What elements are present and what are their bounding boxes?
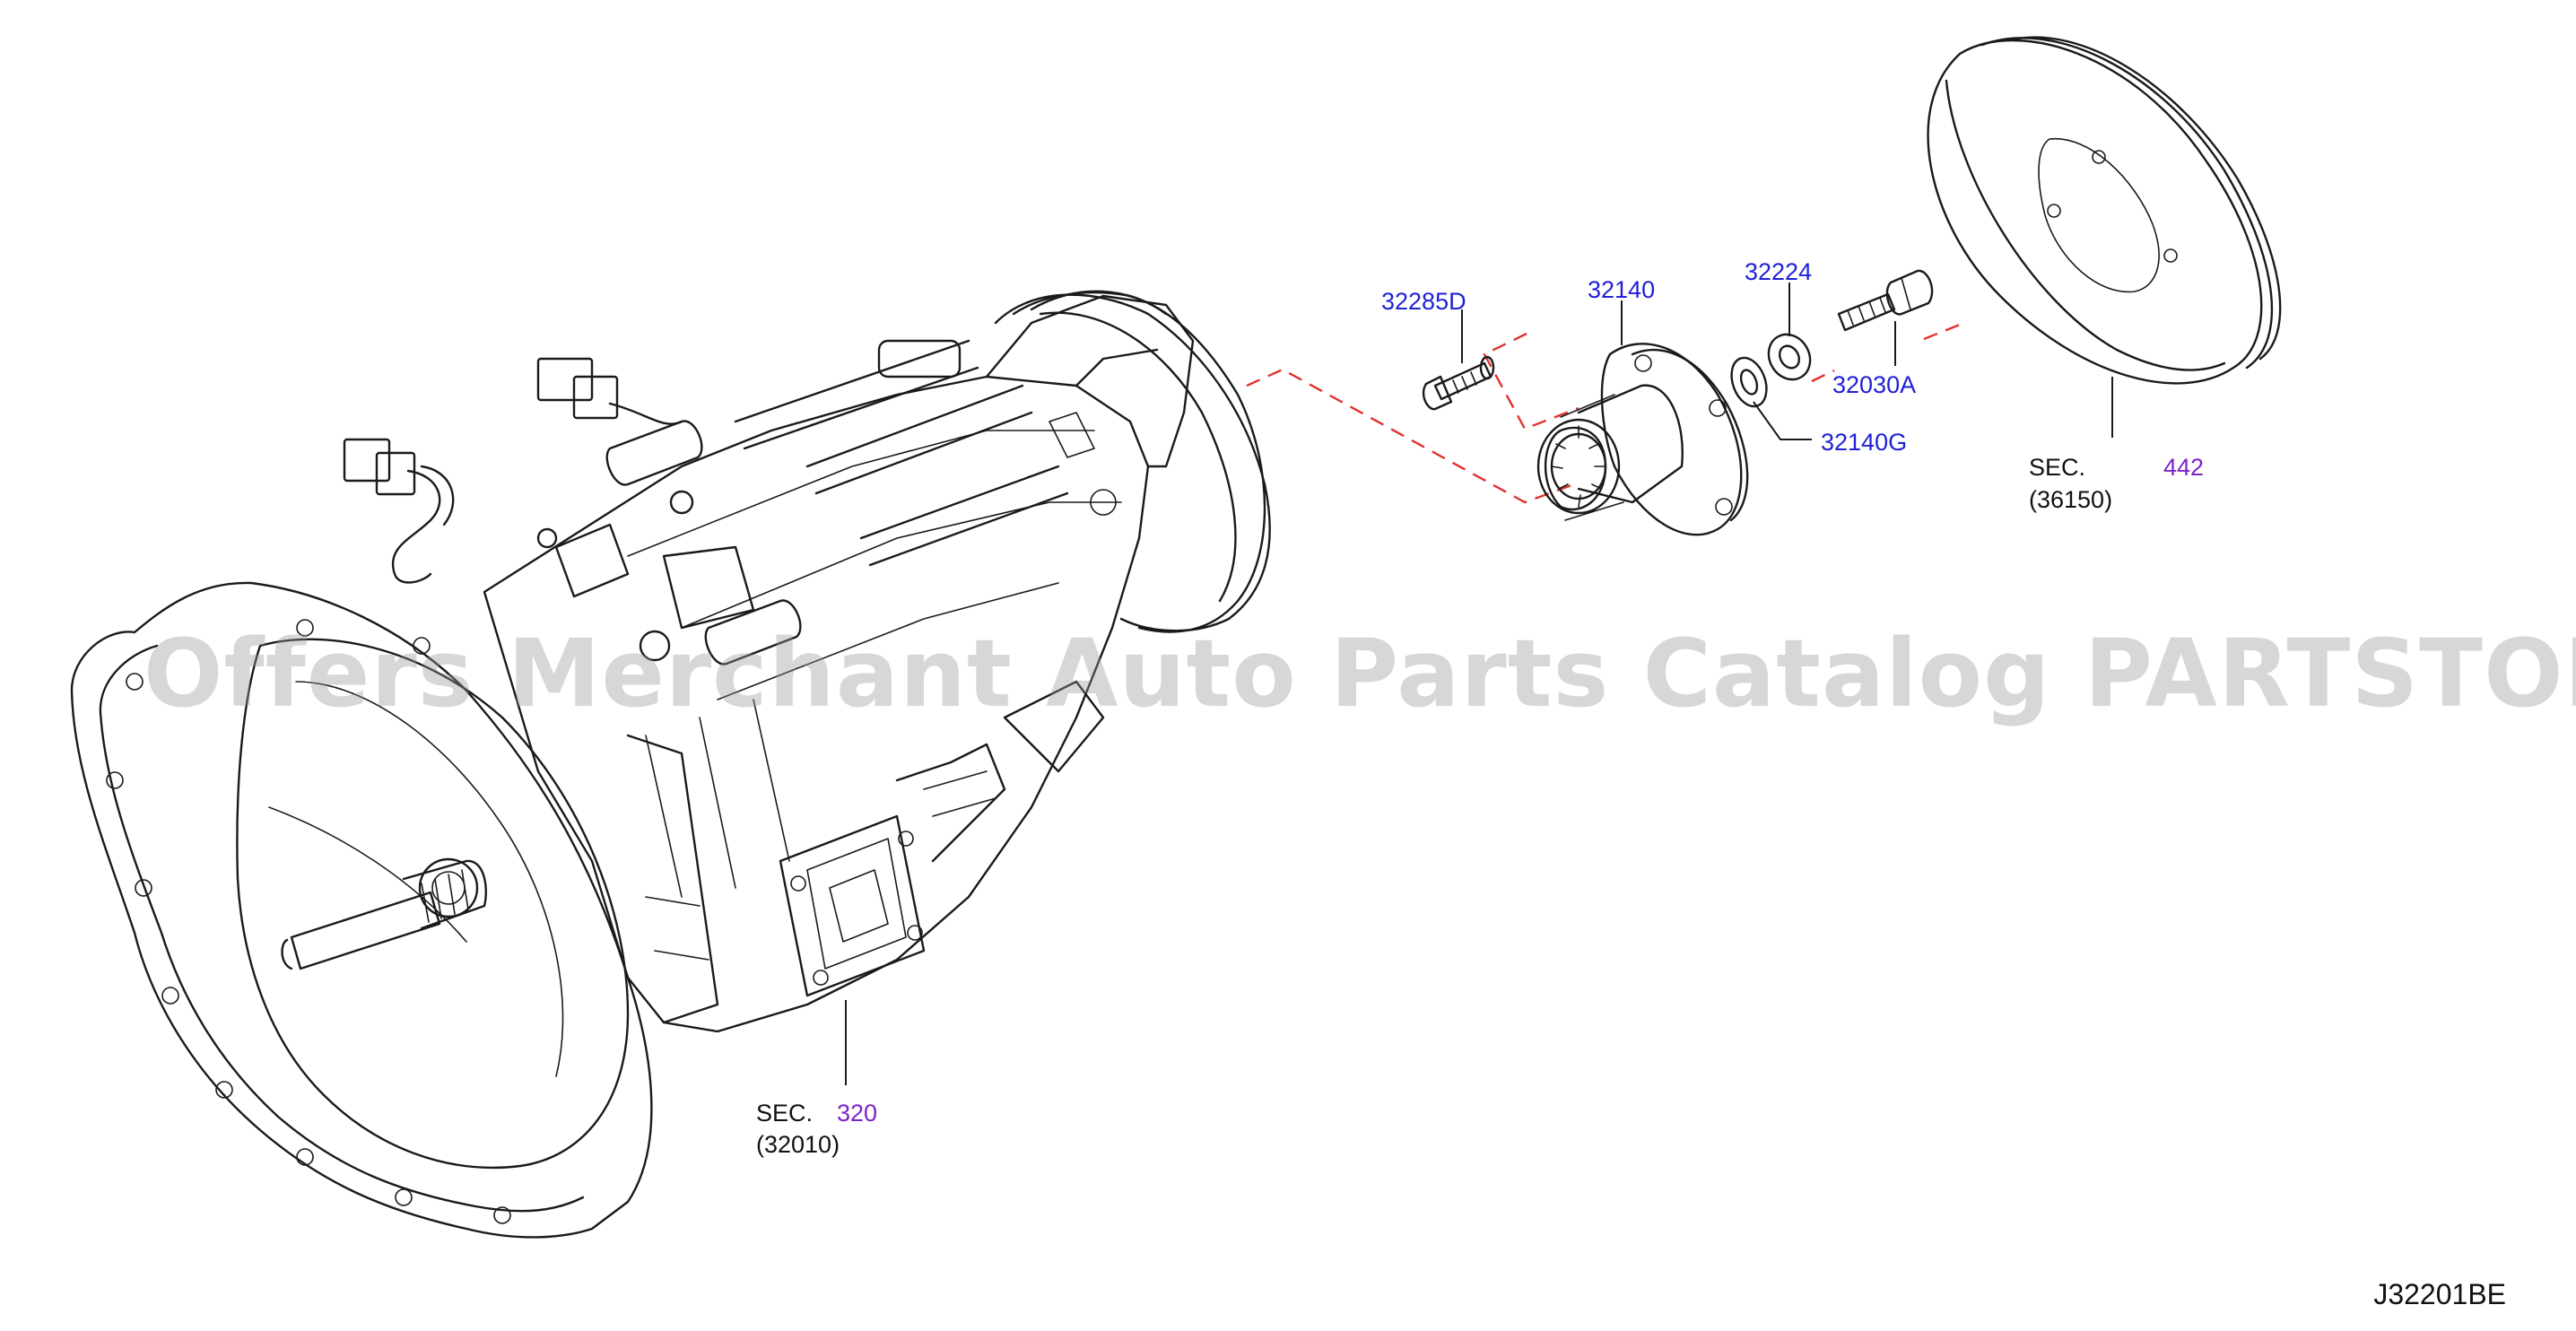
label-32140g[interactable]: 32140G: [1821, 429, 1907, 456]
sec-320-ref: (32010): [756, 1131, 840, 1158]
label-32285d[interactable]: 32285D: [1381, 288, 1466, 315]
label-32140[interactable]: 32140: [1588, 276, 1655, 303]
sec-442-prefix: SEC.: [2029, 454, 2085, 481]
sec-442-number[interactable]: 442: [2163, 454, 2204, 481]
sec-320-number[interactable]: 320: [837, 1100, 877, 1127]
transmission-assembly-illustration: [70, 290, 1271, 1239]
leader-lines: [845, 283, 2113, 1085]
assembly-dashed-line: [1246, 332, 1580, 504]
sec-442-ref: (36150): [2029, 486, 2112, 513]
label-32030a[interactable]: 32030A: [1832, 371, 1916, 398]
washer-32140g: [1730, 356, 1768, 408]
diagram-code: J32201BE: [2373, 1278, 2506, 1310]
brake-drum-442: [1927, 36, 2282, 385]
sec-320-prefix: SEC.: [756, 1100, 813, 1127]
label-32224[interactable]: 32224: [1745, 258, 1812, 285]
bolt-32030a: [1837, 269, 1934, 332]
watermark-text: Offers Merchant Auto Parts Catalog PARTS…: [144, 619, 2576, 728]
bolt-32285d: [1422, 355, 1495, 411]
assembly-dashed-line-rear: [1811, 323, 1961, 383]
flange-32140: [1536, 343, 1749, 536]
washer-32224: [1767, 333, 1812, 381]
